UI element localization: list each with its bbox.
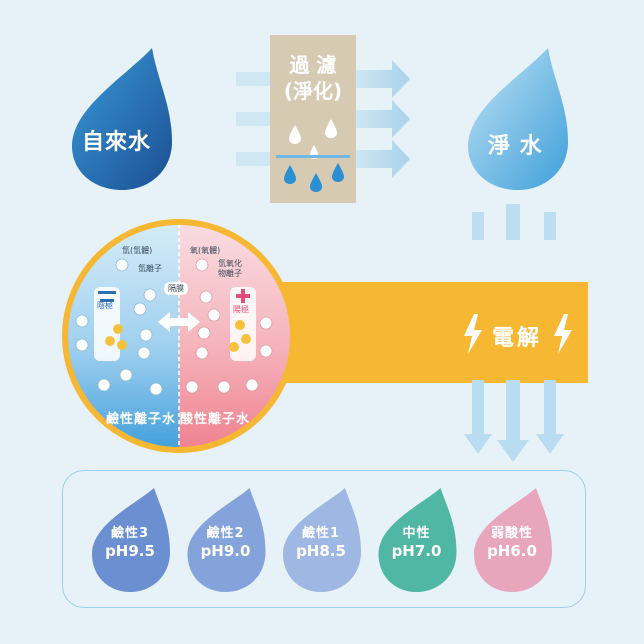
left-gas-label: 氫(氫體) [122, 246, 153, 255]
left-ion-label: 氫離子 [138, 264, 162, 273]
lightning-icon-left [464, 314, 482, 354]
ph-drop-0 [92, 488, 170, 592]
pure-water-drop [468, 48, 568, 190]
ph-level-name: 鹼性3 [110, 526, 150, 541]
filter-drops [276, 119, 350, 192]
ph-level-value: pH7.0 [391, 542, 442, 561]
filter-title-2: (淨化) [283, 79, 343, 103]
filter-title-1: 過 濾 [289, 53, 337, 77]
ph-level-value: pH9.0 [200, 542, 251, 561]
arrow-to-pure-water [356, 60, 410, 178]
ph-level-name: 鹼性2 [206, 526, 245, 541]
lightning-icon-right [554, 314, 572, 354]
ph-drop-2 [283, 488, 361, 592]
pure-water-label: 淨 水 [488, 134, 543, 159]
ph-drop-1 [187, 488, 266, 592]
arrow-to-filter [236, 72, 272, 166]
tap-water-drop [72, 48, 172, 190]
ph-level-name: 中性 [402, 526, 431, 541]
arrow-down-to-electrolysis [472, 204, 556, 240]
ph-drops [92, 488, 552, 592]
down-arrows-through-band [464, 380, 564, 462]
flow-arrows-top [236, 60, 556, 240]
ph-level-name: 鹼性1 [301, 526, 341, 541]
ph-level-value: pH9.5 [105, 542, 155, 561]
ph-level-value: pH6.0 [487, 542, 537, 561]
electrolysis-cell [62, 219, 296, 453]
membrane-label: 隔膜 [164, 282, 188, 295]
right-ion-label-1: 氫氧化 [218, 259, 242, 268]
right-gas-label: 氧(氧體) [190, 246, 221, 255]
electrolysis-band [245, 282, 588, 383]
right-ion-label-2: 物離子 [218, 269, 242, 278]
ph-level-value: pH8.5 [296, 542, 346, 561]
ph-level-name: 弱酸性 [490, 526, 533, 541]
acidic-water-label: 酸性離子水 [180, 412, 251, 427]
cathode-label: 陰極 [97, 301, 113, 310]
filter-box: 過 濾 (淨化) [270, 35, 356, 203]
ph-drop-4 [474, 488, 552, 592]
alkaline-water-label: 鹼性離子水 [106, 412, 177, 427]
ph-drop-3 [378, 488, 457, 592]
anode-label: 陽極 [233, 305, 249, 314]
electrolysis-label: 電解 [492, 326, 543, 351]
tap-water-label: 自來水 [82, 130, 152, 155]
